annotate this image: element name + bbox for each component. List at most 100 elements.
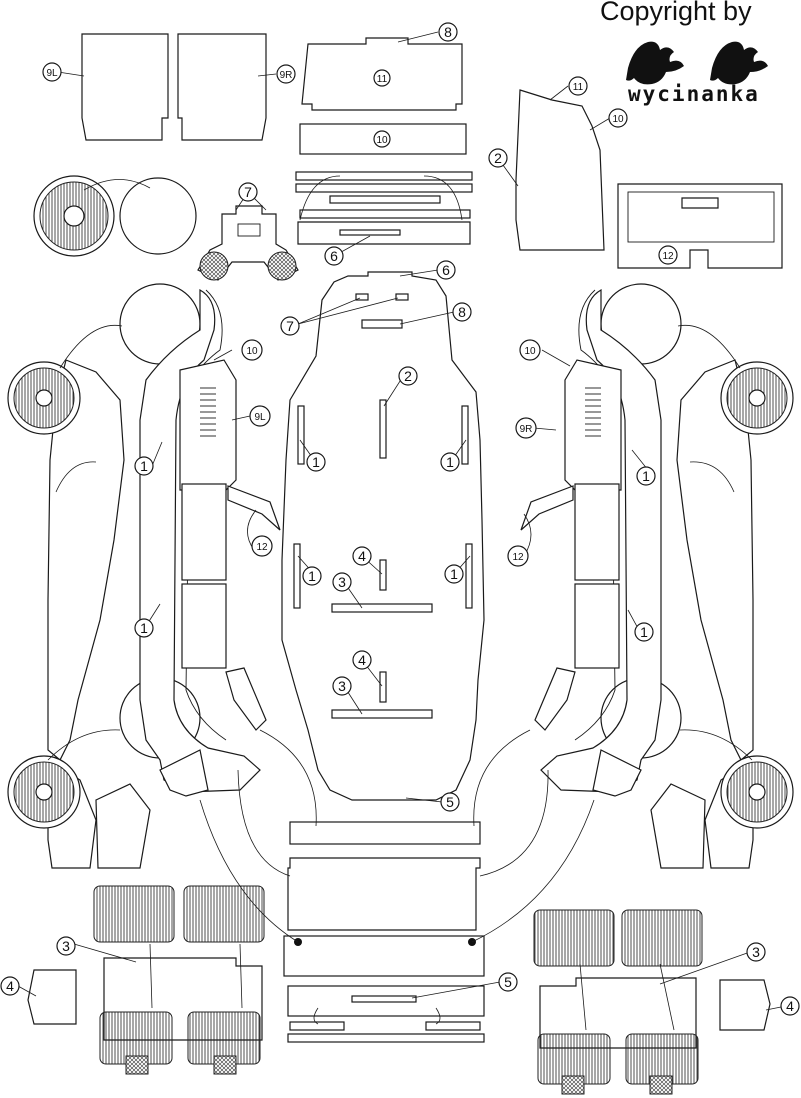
callout-3-left: 3 — [56, 936, 76, 956]
callout-1-g: 1 — [134, 618, 154, 638]
svg-text:7: 7 — [244, 184, 252, 200]
callout-6-floor: 6 — [436, 260, 456, 280]
callout-9R-side: 9R — [515, 417, 537, 439]
wheel-disc-left-top — [7, 361, 81, 435]
left-side-panel — [47, 283, 281, 869]
svg-text:1: 1 — [140, 620, 148, 636]
callout-2-top: 2 — [488, 148, 508, 168]
callout-1-e: 1 — [302, 566, 322, 586]
callout-8-top: 8 — [438, 22, 458, 42]
svg-text:2: 2 — [494, 150, 502, 166]
svg-text:6: 6 — [442, 262, 450, 278]
svg-text:4: 4 — [6, 978, 14, 994]
svg-text:7: 7 — [286, 318, 294, 334]
svg-text:11: 11 — [573, 82, 584, 93]
part-7 — [197, 205, 299, 281]
callout-9L-side: 9L — [249, 405, 271, 427]
seats-left — [27, 885, 265, 1075]
callout-6-top: 6 — [324, 246, 344, 266]
callout-5-floor: 5 — [440, 792, 460, 812]
seats-right — [533, 909, 771, 1095]
callout-1-f: 1 — [444, 564, 464, 584]
callout-3-right: 3 — [746, 942, 766, 962]
svg-text:6: 6 — [330, 248, 338, 264]
callout-10-side: 10 — [608, 108, 628, 128]
wheel-disc-top — [33, 175, 197, 257]
svg-text:9R: 9R — [280, 70, 293, 81]
callout-11-side: 11 — [568, 76, 588, 96]
part-9L — [81, 33, 169, 141]
svg-text:3: 3 — [62, 938, 70, 954]
part-2 — [515, 89, 605, 251]
svg-text:9L: 9L — [46, 68, 58, 79]
callout-10-left: 10 — [241, 339, 263, 361]
copyright-text: Copyright by — [600, 0, 752, 26]
svg-text:10: 10 — [246, 346, 258, 357]
callout-1-a: 1 — [306, 452, 326, 472]
callout-10-top: 10 — [373, 130, 391, 148]
callout-5-bottom: 5 — [498, 972, 518, 992]
svg-text:12: 12 — [662, 251, 674, 262]
callout-8-floor: 8 — [452, 302, 472, 322]
assembly-arrows — [47, 175, 753, 1031]
callout-4-a: 4 — [352, 546, 372, 566]
svg-text:1: 1 — [450, 566, 458, 582]
callout-3-b: 3 — [332, 676, 352, 696]
svg-text:1: 1 — [312, 454, 320, 470]
callout-1-b: 1 — [440, 452, 460, 472]
callout-9R: 9R — [276, 64, 296, 84]
svg-text:9R: 9R — [520, 424, 533, 435]
svg-text:4: 4 — [358, 548, 366, 564]
svg-text:8: 8 — [458, 304, 466, 320]
svg-text:1: 1 — [642, 468, 650, 484]
callout-2-floor: 2 — [398, 366, 418, 386]
callout-4-left: 4 — [0, 976, 20, 996]
svg-text:10: 10 — [612, 114, 624, 125]
svg-text:11: 11 — [377, 74, 388, 85]
svg-text:1: 1 — [640, 624, 648, 640]
callout-12-right: 12 — [507, 545, 529, 567]
callout-1-d: 1 — [636, 466, 656, 486]
floor-details — [293, 293, 473, 719]
callout-4-b: 4 — [352, 650, 372, 670]
callout-9L: 9L — [42, 62, 62, 82]
part-12 — [617, 183, 783, 269]
callout-1-h: 1 — [634, 622, 654, 642]
callout-12-left: 12 — [251, 535, 273, 557]
left-grille — [200, 387, 216, 437]
bottom-center-parts — [283, 821, 485, 1043]
svg-text:3: 3 — [338, 574, 346, 590]
callout-3-a: 3 — [332, 572, 352, 592]
right-side-panel — [520, 283, 794, 869]
callout-7-floor: 7 — [280, 316, 300, 336]
svg-text:4: 4 — [358, 652, 366, 668]
svg-text:10: 10 — [376, 135, 388, 146]
callout-leaders — [17, 31, 787, 1011]
callout-labels: 9L 9R 8 11 11 10 10 2 7 6 12 6 8 7 10 10… — [0, 22, 800, 1016]
part-6-strips — [295, 171, 473, 245]
svg-text:12: 12 — [256, 542, 268, 553]
brand-name: wycinanka — [628, 82, 760, 106]
svg-text:3: 3 — [752, 944, 760, 960]
svg-text:9L: 9L — [254, 412, 266, 423]
callout-7-top: 7 — [238, 182, 258, 202]
svg-text:8: 8 — [444, 24, 452, 40]
svg-text:1: 1 — [308, 568, 316, 584]
svg-text:4: 4 — [786, 998, 794, 1014]
callout-11-top: 11 — [373, 69, 391, 87]
svg-text:5: 5 — [504, 974, 512, 990]
two-roosters-logo-icon — [626, 41, 768, 85]
svg-text:12: 12 — [512, 552, 524, 563]
svg-text:2: 2 — [404, 368, 412, 384]
wheel-disc-left-bottom — [7, 755, 81, 829]
callout-12-top: 12 — [658, 245, 678, 265]
svg-text:3: 3 — [338, 678, 346, 694]
svg-text:5: 5 — [446, 794, 454, 810]
callout-4-right: 4 — [780, 996, 800, 1016]
callout-1-c: 1 — [134, 456, 154, 476]
part-9R — [177, 33, 267, 141]
callout-10-right: 10 — [519, 339, 541, 361]
svg-text:10: 10 — [524, 346, 536, 357]
